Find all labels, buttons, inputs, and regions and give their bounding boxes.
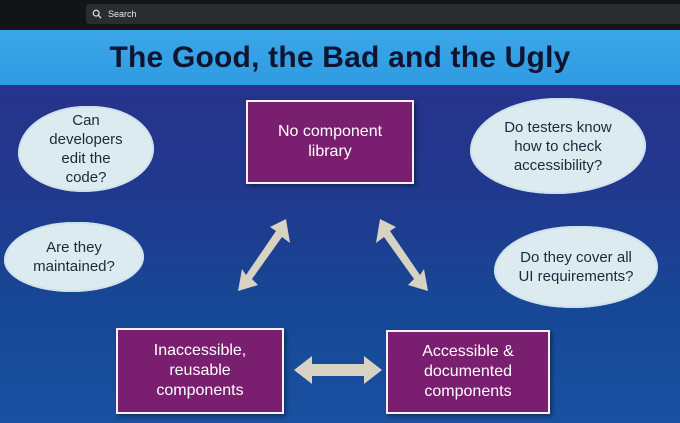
cloud-can-developers-edit-text: Can developers edit the code? <box>49 112 123 186</box>
box-accessible-components-label: Accessible & documented components <box>422 343 514 400</box>
cloud-testers-check-accessibility-text: Do testers know how to check accessibili… <box>504 118 612 174</box>
cloud-cover-ui-requirements-text: Do they cover all UI requirements? <box>518 249 634 285</box>
double-arrow-right-diagonal <box>376 219 428 291</box>
box-no-component-library-label: No component library <box>277 123 383 160</box>
cloud-testers-check-accessibility: Do testers know how to check accessibili… <box>470 98 646 194</box>
search-label: Search <box>108 9 137 19</box>
double-arrow-horizontal <box>294 356 382 384</box>
title-band: The Good, the Bad and the Ugly <box>0 30 680 85</box>
presentation-slide: The Good, the Bad and the Ugly No compon… <box>0 30 680 423</box>
box-inaccessible-components: Inaccessible, reusable components <box>116 328 284 414</box>
search-icon <box>92 9 102 19</box>
box-inaccessible-components-label: Inaccessible, reusable components <box>153 342 247 399</box>
cloud-are-they-maintained: Are they maintained? <box>4 222 144 292</box>
cloud-cover-ui-requirements: Do they cover all UI requirements? <box>494 226 658 308</box>
double-arrow-left-diagonal <box>238 219 290 291</box>
cloud-are-they-maintained-text: Are they maintained? <box>33 239 115 275</box>
taskbar: Search <box>0 0 680 30</box>
box-no-component-library: No component library <box>246 100 414 184</box>
slide-title: The Good, the Bad and the Ugly <box>109 40 571 74</box>
box-accessible-components: Accessible & documented components <box>386 330 550 414</box>
search-box[interactable]: Search <box>86 4 680 24</box>
cloud-can-developers-edit: Can developers edit the code? <box>18 106 154 192</box>
